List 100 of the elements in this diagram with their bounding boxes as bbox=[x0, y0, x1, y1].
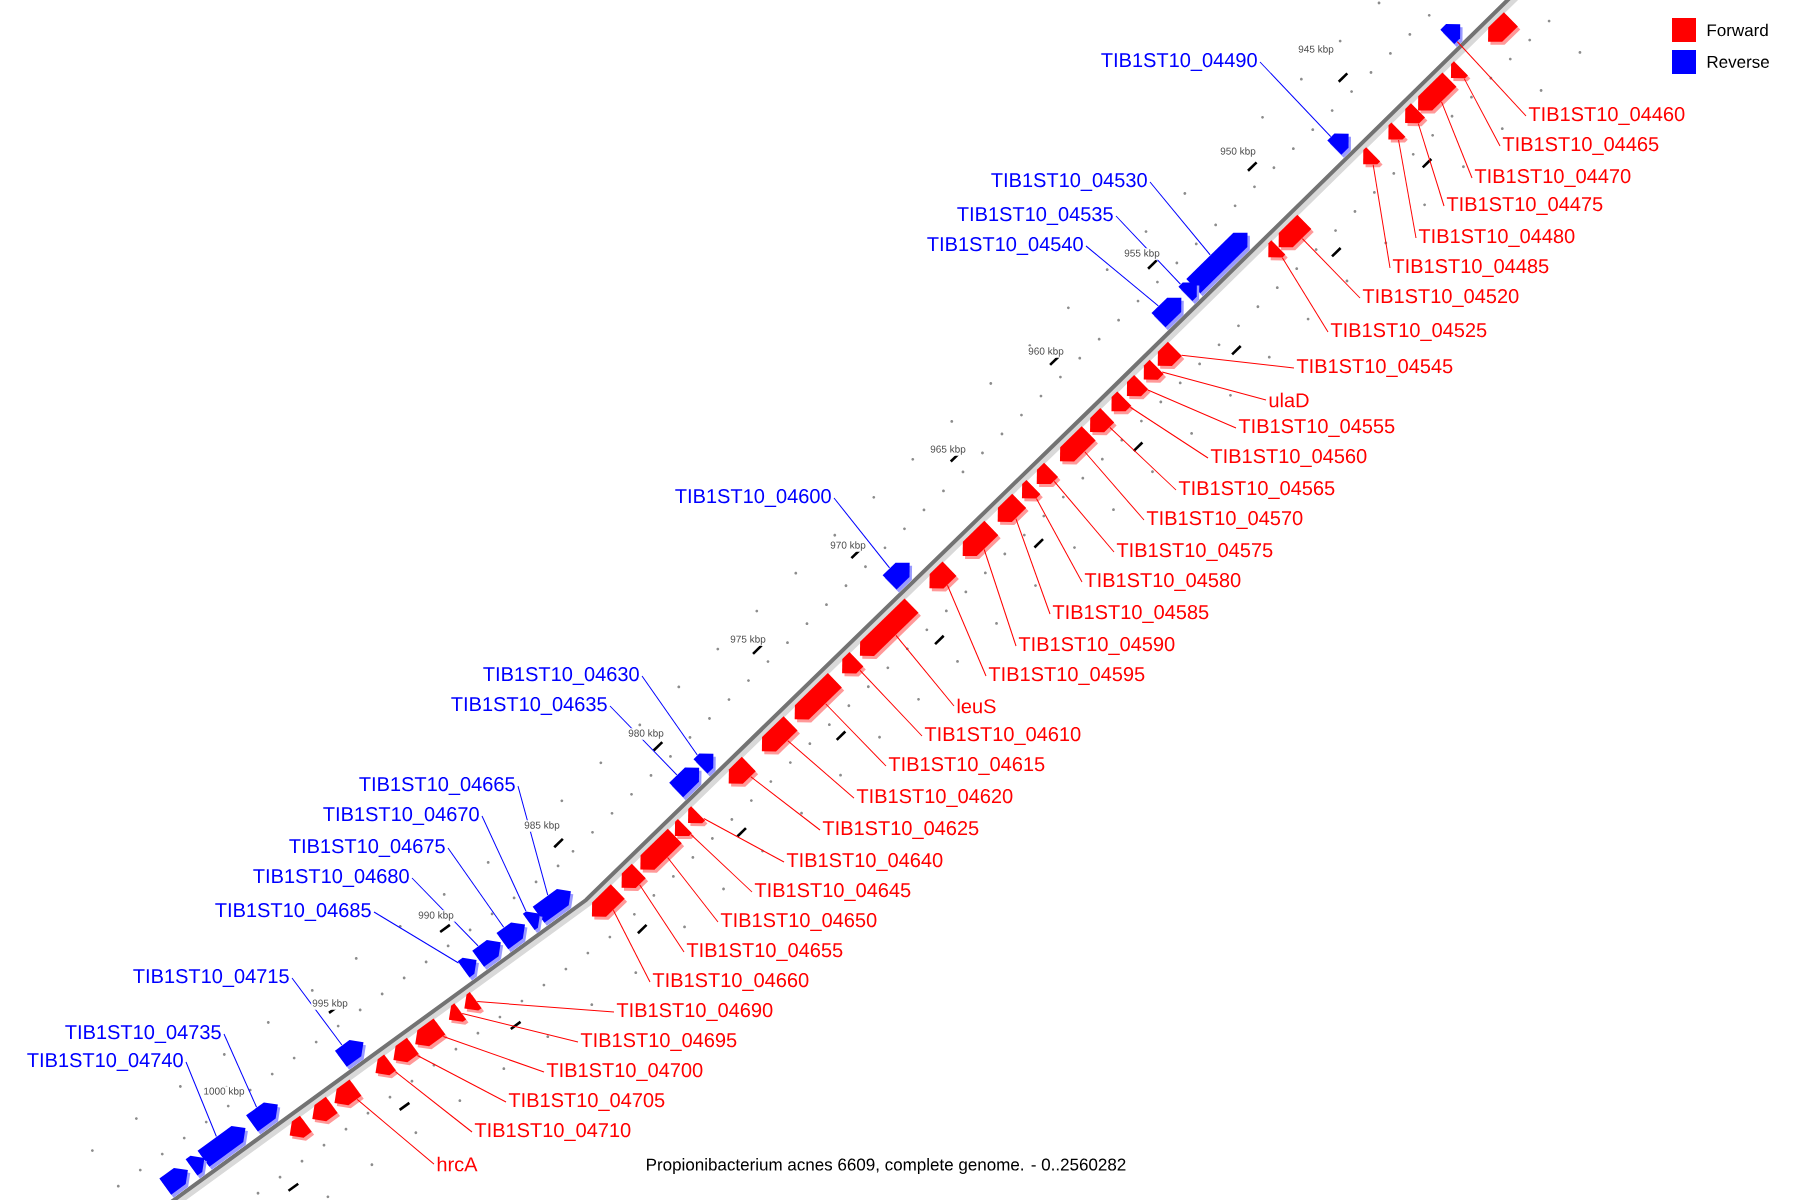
leader-line bbox=[750, 776, 821, 831]
caption: Propionibacterium acnes 6609, complete genome. - 0..2560282 bbox=[647, 1158, 1126, 1174]
gene-label: TIB1ST10_04635 bbox=[451, 697, 607, 715]
leader-line bbox=[1463, 78, 1501, 147]
leader-line bbox=[223, 1033, 258, 1108]
leader-line bbox=[1053, 480, 1115, 553]
leader-line bbox=[481, 815, 527, 912]
leader-line bbox=[895, 634, 955, 707]
gene-block bbox=[1488, 12, 1521, 45]
gene-block bbox=[1157, 341, 1185, 369]
leader-line bbox=[411, 877, 479, 947]
gene-block bbox=[794, 673, 845, 723]
leader-line bbox=[639, 884, 685, 953]
gene-label: TIB1ST10_04545 bbox=[1296, 359, 1453, 377]
gene-block bbox=[415, 1018, 448, 1050]
gene-block bbox=[962, 520, 1001, 560]
gene-label: TIB1ST10_04715 bbox=[133, 969, 289, 987]
gene-label: TIB1ST10_04735 bbox=[65, 1025, 221, 1043]
gene-label: TIB1ST10_04490 bbox=[1101, 53, 1257, 71]
leader-line bbox=[983, 548, 1017, 647]
leader-line bbox=[612, 909, 651, 983]
gene-label: ulaD bbox=[1269, 392, 1309, 408]
gene-block bbox=[1186, 232, 1250, 297]
gene-label: TIB1ST10_04480 bbox=[1418, 229, 1575, 247]
gene-label: TIB1ST10_04570 bbox=[1146, 511, 1303, 529]
leader-line bbox=[1085, 245, 1159, 307]
gene-block bbox=[375, 1054, 399, 1079]
gene-block bbox=[472, 940, 504, 970]
gene-block bbox=[393, 1037, 422, 1066]
gene-block bbox=[591, 884, 628, 920]
leader-line bbox=[1456, 41, 1527, 117]
leader-line bbox=[356, 1098, 435, 1165]
gene-block bbox=[669, 767, 702, 801]
gene-block bbox=[674, 818, 695, 840]
gene-label: TIB1ST10_04475 bbox=[1446, 197, 1603, 215]
legend-label: Reverse bbox=[1707, 56, 1769, 68]
leader-line bbox=[833, 497, 891, 569]
leader-line bbox=[476, 1001, 615, 1013]
gene-block bbox=[159, 1167, 191, 1198]
gene-label: TIB1ST10_04645 bbox=[754, 883, 911, 901]
gene-block bbox=[1178, 282, 1200, 304]
gene-label: TIB1ST10_04540 bbox=[927, 237, 1083, 255]
leader-line bbox=[291, 977, 343, 1046]
leader-line bbox=[442, 1036, 545, 1073]
gene-block bbox=[1363, 147, 1383, 168]
leader-line bbox=[447, 847, 505, 928]
gene-label: TIB1ST10_04740 bbox=[27, 1053, 183, 1071]
gene-label: TIB1ST10_04625 bbox=[822, 821, 979, 839]
gene-block bbox=[496, 922, 528, 953]
gene-label: TIB1ST10_04460 bbox=[1528, 107, 1685, 125]
gene-label: TIB1ST10_04470 bbox=[1474, 169, 1631, 187]
leader-line bbox=[1181, 354, 1295, 369]
leader-line bbox=[690, 834, 753, 893]
gene-block bbox=[1151, 297, 1184, 331]
gene-label: TIB1ST10_04710 bbox=[474, 1123, 631, 1141]
gene-block bbox=[1036, 462, 1061, 488]
gene-block bbox=[1059, 426, 1098, 465]
gene-label: TIB1ST10_04675 bbox=[289, 839, 445, 857]
gene-label: TIB1ST10_04555 bbox=[1238, 419, 1395, 437]
gene-label: TIB1ST10_04670 bbox=[323, 807, 479, 825]
leader-line bbox=[825, 703, 887, 767]
gene-block bbox=[1327, 133, 1351, 158]
gene-block bbox=[1090, 408, 1117, 436]
gene-block bbox=[688, 806, 708, 827]
gene-label: TIB1ST10_04535 bbox=[957, 207, 1113, 225]
gene-label: hrcA bbox=[437, 1156, 478, 1172]
gene-block bbox=[1021, 479, 1043, 502]
gene-block bbox=[1405, 103, 1428, 127]
gene-block bbox=[929, 561, 959, 592]
leader-line bbox=[1161, 371, 1267, 401]
gene-label: TIB1ST10_04600 bbox=[675, 489, 831, 507]
gene-label: TIB1ST10_04520 bbox=[1362, 289, 1519, 307]
gene-label: TIB1ST10_04530 bbox=[991, 173, 1147, 191]
leader-line bbox=[1372, 164, 1391, 269]
gene-block bbox=[761, 716, 800, 755]
gene-block bbox=[1450, 61, 1471, 82]
gene-label: TIB1ST10_04680 bbox=[253, 869, 409, 887]
gene-label: TIB1ST10_04705 bbox=[508, 1093, 665, 1111]
gene-label: TIB1ST10_04700 bbox=[546, 1063, 703, 1081]
gene-label: TIB1ST10_04630 bbox=[483, 667, 639, 685]
gene-label: TIB1ST10_04685 bbox=[215, 903, 371, 921]
leader-line bbox=[1084, 451, 1145, 521]
gene-block bbox=[882, 562, 913, 593]
gene-block bbox=[1126, 374, 1151, 400]
gene-label: TIB1ST10_04660 bbox=[652, 973, 809, 991]
gene-block bbox=[1111, 391, 1134, 415]
leader-line bbox=[1441, 101, 1473, 179]
leader-line bbox=[1259, 61, 1332, 138]
gene-block bbox=[1268, 240, 1288, 261]
gene-label: TIB1ST10_04610 bbox=[924, 727, 1081, 745]
gene-block bbox=[842, 652, 866, 677]
gene-block bbox=[464, 992, 484, 1014]
gene-block bbox=[457, 957, 479, 981]
leader-line bbox=[461, 1012, 579, 1043]
gene-label: leuS bbox=[957, 698, 996, 714]
legend-label: Forward bbox=[1707, 23, 1768, 37]
leader-line bbox=[667, 856, 719, 923]
leader-line bbox=[787, 740, 855, 799]
leader-line bbox=[1015, 518, 1051, 615]
leader-line bbox=[1129, 406, 1209, 459]
